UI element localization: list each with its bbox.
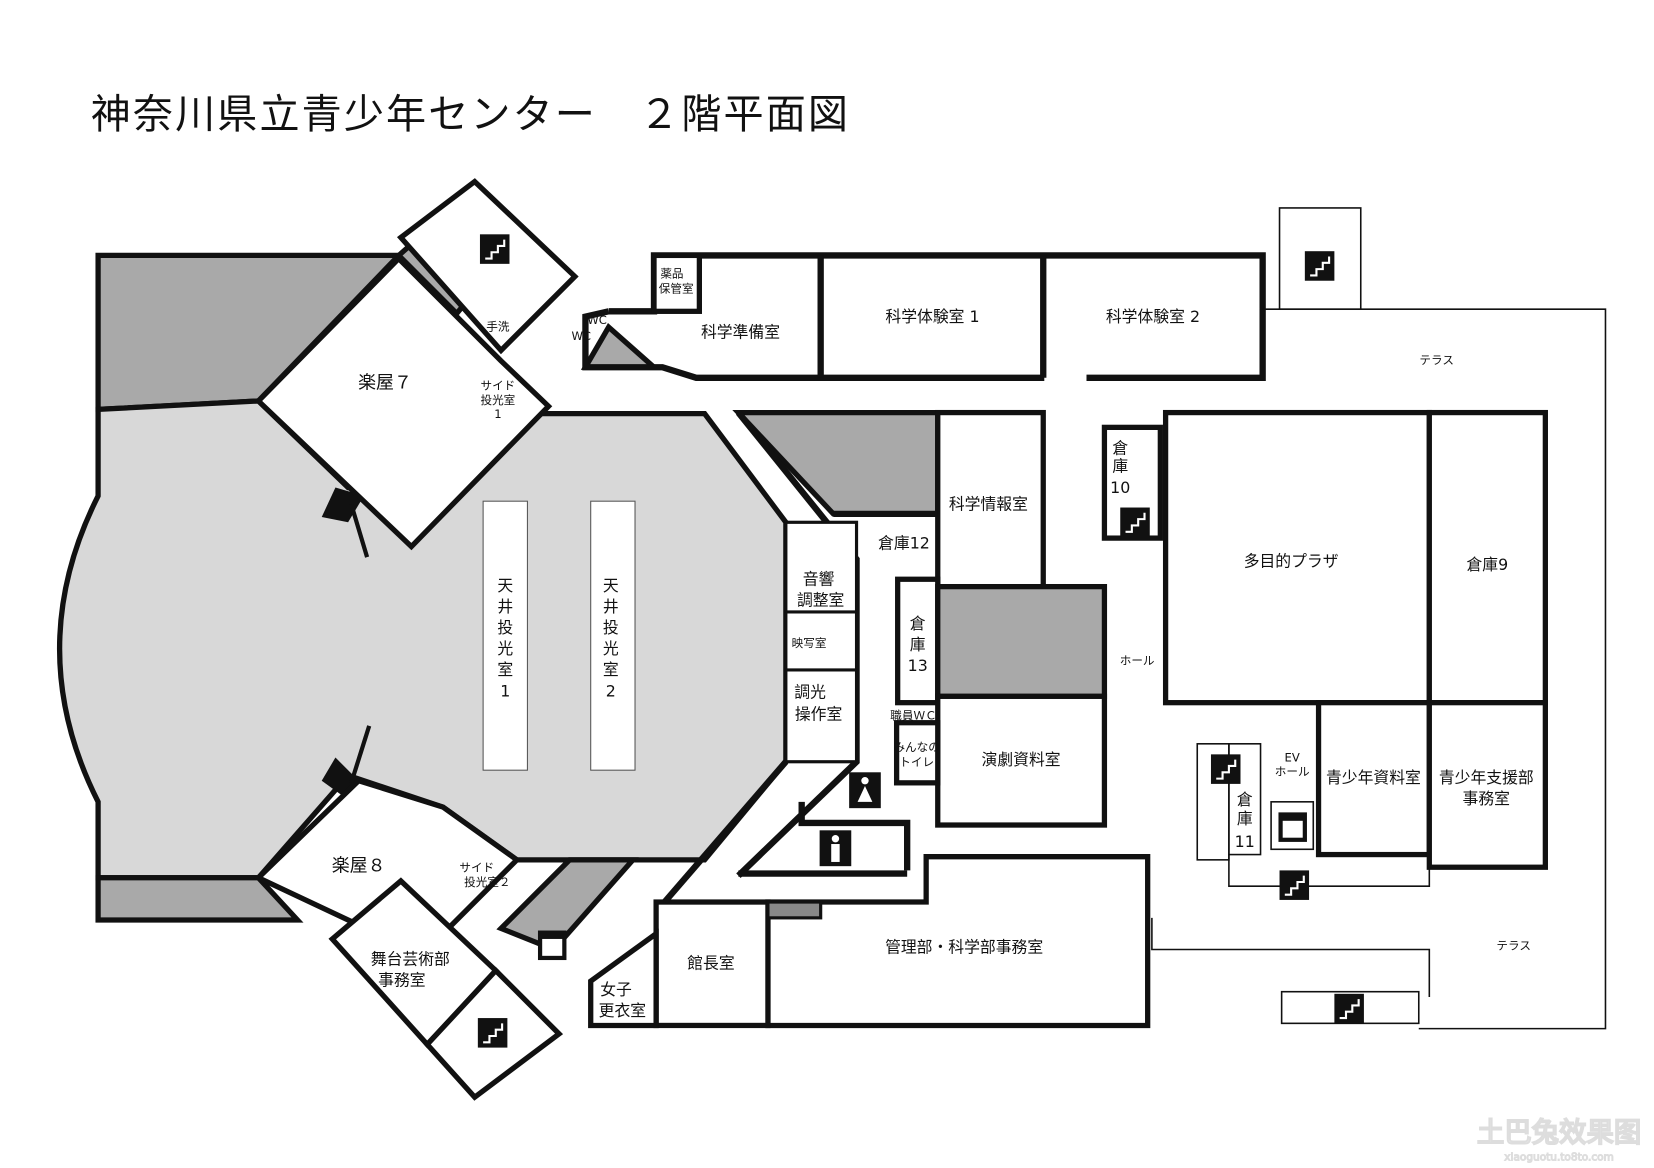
universal-toilet — [893, 720, 941, 786]
label-sound-control-room: 音響調整室 — [797, 570, 844, 610]
dressing-room-7 — [254, 254, 553, 551]
page-title: 神奈川県立青少年センター ２階平面図 — [91, 92, 850, 138]
label-wc-1: WC — [587, 313, 607, 327]
label-women-locker-room: 女子更衣室 — [599, 980, 646, 1020]
ceiling-light-room-2 — [590, 500, 636, 771]
gray-block — [935, 583, 1108, 699]
stairs-icon — [1210, 754, 1241, 784]
label-projection-room: 映写室 — [792, 636, 827, 650]
label-science-lab-2: 科学体験室 2 — [1106, 307, 1200, 326]
male-restroom-icon — [819, 830, 852, 867]
label-stage-arts-office: 舞台芸術部事務室 — [371, 949, 450, 989]
label-science-info-room: 科学情報室 — [949, 495, 1028, 514]
label-terrace-upper: テラス — [1419, 353, 1454, 367]
stairs-icon — [477, 1018, 508, 1048]
storage-9 — [1426, 409, 1548, 706]
label-storage-12: 倉庫12 — [878, 534, 930, 553]
svg-text:xiaoguotu.to8to.com: xiaoguotu.to8to.com — [1504, 1151, 1614, 1163]
lower-gray-area — [95, 875, 304, 923]
stairs-icon — [1304, 251, 1335, 281]
watermark: 土巴兔效果图 xiaoguotu.to8to.com — [1476, 1117, 1641, 1164]
female-restroom-icon — [849, 772, 881, 809]
upper-stair-block — [396, 178, 579, 355]
label-staff-wc: 職員ＷＣ — [890, 709, 936, 723]
label-science-prep-room: 科学準備室 — [701, 323, 780, 342]
ceiling-light-room-1 — [482, 500, 528, 771]
label-youth-archive-room: 青少年資料室 — [1326, 768, 1421, 787]
chemical-storage — [651, 252, 703, 314]
label-side-light-room-2: サイド投光室２ — [459, 860, 510, 889]
label-terrace-lower: テラス — [1496, 939, 1531, 953]
lower-gray-wedge — [496, 857, 639, 953]
label-director-room: 館長室 — [687, 953, 734, 972]
label-youth-support-office: 青少年支援部事務室 — [1439, 768, 1534, 808]
stairs-icon — [479, 234, 510, 264]
label-lighting-control-room: 調光操作室 — [794, 682, 842, 723]
svg-text:土巴兔效果图: 土巴兔效果图 — [1477, 1117, 1641, 1148]
label-admin-science-office: 管理部・科学部事務室 — [885, 938, 1043, 957]
science-info-room — [935, 409, 1046, 590]
label-multipurpose-plaza: 多目的プラザ — [1244, 552, 1339, 571]
stairs-icon — [1120, 507, 1150, 538]
label-dressing-room-7: 楽屋７ — [358, 372, 412, 393]
label-universal-toilet: みんなのトイレ — [893, 740, 939, 769]
multipurpose-plaza — [1162, 409, 1432, 706]
label-hall: ホール — [1120, 654, 1155, 668]
label-washroom: 手洗 — [486, 319, 510, 333]
upper-right-stairs — [1278, 207, 1362, 311]
label-drama-archive-room: 演劇資料室 — [982, 750, 1061, 769]
elevator-icon — [1278, 812, 1307, 842]
terrace-outline — [1262, 308, 1607, 1030]
label-science-lab-1: 科学体験室 1 — [885, 307, 979, 326]
women-locker-room — [588, 928, 659, 1029]
auditorium — [57, 252, 789, 923]
stairs-icon — [1279, 870, 1310, 900]
label-storage-9: 倉庫9 — [1466, 555, 1508, 574]
label-wc-2: WC — [571, 329, 591, 343]
youth-support-office — [1426, 700, 1548, 870]
label-dressing-room-8: 楽屋８ — [332, 855, 386, 876]
label-chemical-storage: 薬品保管室 — [659, 267, 694, 296]
drama-archive-room — [935, 693, 1108, 828]
elevator-icon — [537, 930, 567, 961]
stairs-icon — [1334, 993, 1364, 1024]
wc-gray-wedge — [580, 323, 661, 370]
